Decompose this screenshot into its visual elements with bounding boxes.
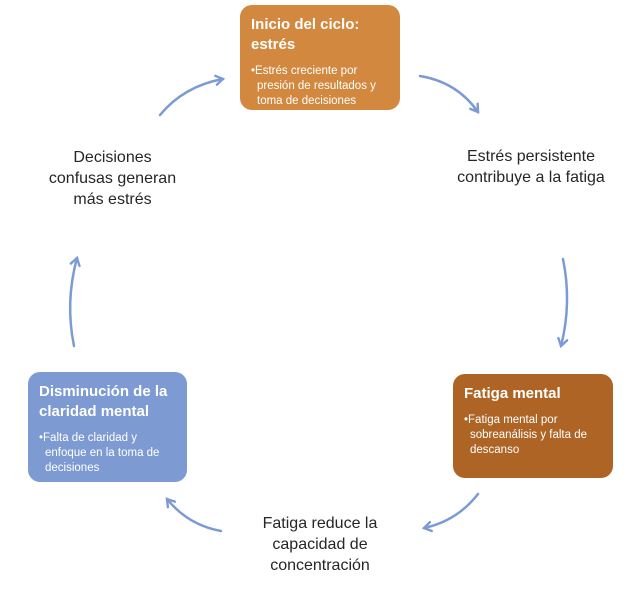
node-content: Inicio del ciclo: estrés •Estrés crecien… (251, 15, 387, 109)
bullet-glyph: • (39, 432, 44, 444)
node-claridad-mental[interactable]: Disminución de la claridad mental •Falta… (28, 372, 187, 482)
bullet-glyph: • (464, 414, 469, 426)
node-title: Inicio del ciclo: estrés (251, 16, 360, 53)
arrow-decisiones-to-inicio (158, 74, 226, 117)
node-body-text: Fatiga mental por sobreanálisis y falta … (468, 414, 587, 456)
node-body-text: Estrés creciente por presión de resultad… (255, 65, 376, 107)
node-inicio-del-ciclo[interactable]: Inicio del ciclo: estrés •Estrés crecien… (240, 5, 400, 110)
node-content: Disminución de la claridad mental •Falta… (39, 382, 174, 476)
label-fatiga-reduce: Fatiga reduce la capacidad de concentrac… (262, 515, 378, 574)
label-decisiones-confusas: Decisiones confusas generan más estrés (48, 149, 177, 208)
node-content: Fatiga mental •Fatiga mental por sobrean… (464, 384, 600, 458)
arrow-fatiga-reduce-to-claridad (165, 497, 223, 533)
node-title: Fatiga mental (464, 385, 561, 402)
arrow-fatiga-to-fatiga-reduce (421, 492, 480, 533)
node-body: •Falta de claridad y enfoque en la toma … (39, 431, 171, 476)
node-body: •Estrés creciente por presión de resulta… (251, 64, 383, 109)
node-body-text: Falta de claridad y enfoque en la toma d… (43, 432, 160, 474)
bullet-glyph: • (251, 65, 256, 77)
node-fatiga-mental[interactable]: Fatiga mental •Fatiga mental por sobrean… (453, 374, 613, 478)
node-title: Disminución de la claridad mental (39, 383, 168, 420)
node-body: •Fatiga mental por sobreanálisis y falta… (464, 413, 596, 458)
arrow-claridad-to-decisiones (68, 255, 81, 348)
arrow-estres-persistente-to-fatiga (557, 257, 569, 349)
label-estres-persistente: Estrés persistente contribuye a la fatig… (457, 148, 605, 186)
arrow-inicio-to-estres-persistente (418, 74, 480, 114)
